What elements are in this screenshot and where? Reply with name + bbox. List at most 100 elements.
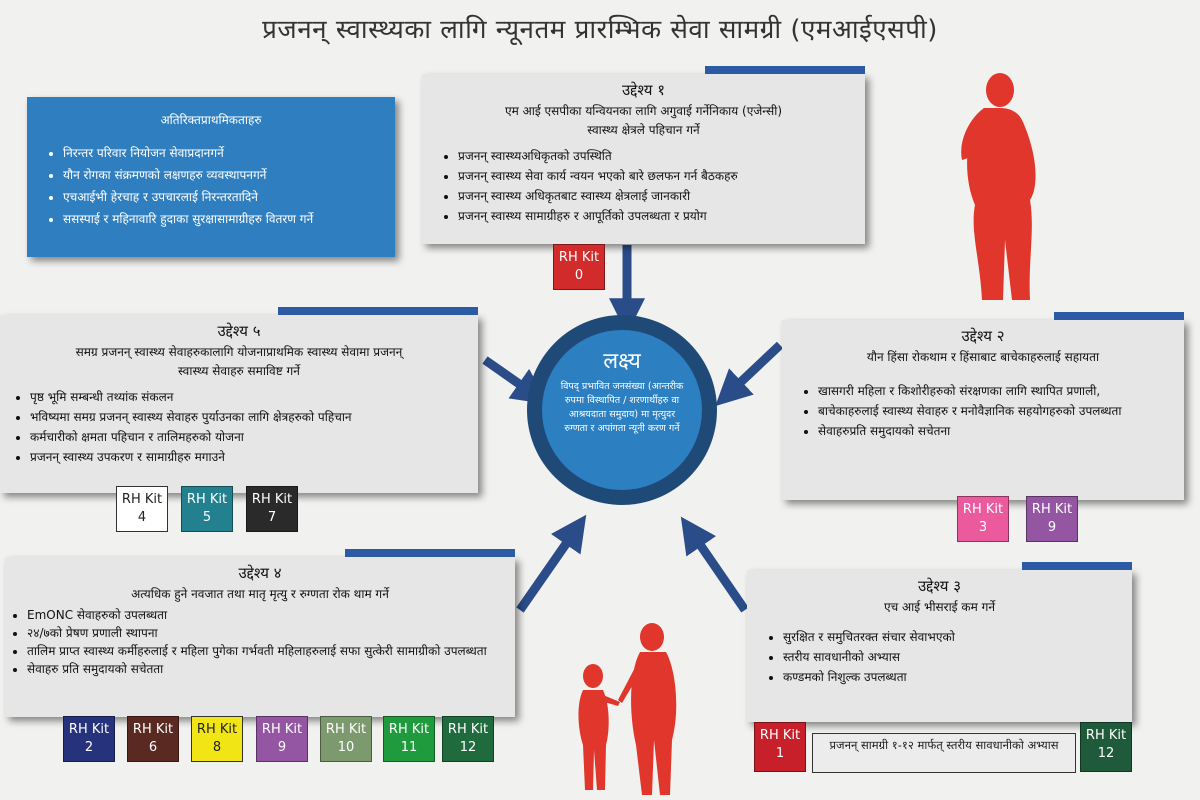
kit-label: RH Kit bbox=[558, 250, 600, 265]
pregnant-woman-icon bbox=[961, 73, 1036, 300]
objective-subtitle: एम आई एसपीका यन्वियनका लागि अगुवाई गर्ने… bbox=[422, 102, 865, 140]
rh-kit-6: RH Kit 6 bbox=[127, 716, 179, 762]
box-accent bbox=[278, 307, 478, 315]
kit-label: RH Kit bbox=[962, 502, 1004, 517]
kit-label: RH Kit bbox=[759, 728, 801, 743]
list-item: ससस्पाई र महिनावारि हुदाका सुरक्षासामाग्… bbox=[63, 208, 389, 230]
kit-label: RH Kit bbox=[261, 722, 303, 737]
objective-list: सुरक्षित र समुचितरक्त संचार सेवाभएको स्त… bbox=[747, 627, 1132, 687]
list-item: सेवाहरुप्रति समुदायको सचेतना bbox=[818, 421, 1176, 441]
priorities-list: निरन्तर परिवार नियोजन सेवाप्रदानगर्ने यौ… bbox=[27, 142, 395, 230]
kit-number: 11 bbox=[400, 740, 418, 755]
arrow-obj5-to-goal bbox=[482, 356, 549, 405]
objective-3-box: उद्देश्य ३ एच आई भीसराई कम गर्ने सुरक्षि… bbox=[747, 562, 1132, 722]
subtitle-line: अत्यधिक हुने नवजात तथा मातृ मृत्यु र रुग… bbox=[131, 587, 389, 601]
kit-number: 5 bbox=[202, 510, 212, 525]
kit-number: 12 bbox=[1097, 746, 1115, 761]
kit-label: RH Kit bbox=[251, 492, 293, 507]
objective-heading: उद्देश्य ४ bbox=[238, 564, 282, 582]
kit-number: 7 bbox=[267, 510, 277, 525]
list-item: भविष्यमा समग्र प्रजनन् स्वास्थ्य सेवाहरु… bbox=[30, 407, 470, 427]
kit-number: 12 bbox=[459, 740, 477, 755]
list-item: कण्डमको निशुल्क उपलब्धता bbox=[783, 667, 1124, 687]
list-item: प्रजनन् स्वास्थ्यअधिकृतको उपस्थिति bbox=[458, 146, 857, 166]
subtitle-line: एम आई एसपीका यन्वियनका लागि अगुवाई गर्ने… bbox=[504, 104, 783, 118]
list-item: EmONC सेवाहरुको उपलब्धता bbox=[27, 606, 507, 624]
rh-kit-7: RH Kit 7 bbox=[246, 486, 298, 532]
objective-5-box: उद्देश्य ५ समग्र प्रजनन् स्वास्थ्य सेवाह… bbox=[0, 307, 478, 493]
kit-note: प्रजनन् सामग्री १-१२ मार्फत् स्तरीय सावध… bbox=[812, 733, 1076, 773]
kit-number: 4 bbox=[137, 510, 147, 525]
arrow-obj3-to-goal bbox=[680, 516, 749, 613]
subtitle-line: स्वास्थ्य सेवाहरु समाविष्ट गर्ने bbox=[178, 364, 300, 378]
kit-label: RH Kit bbox=[325, 722, 367, 737]
goal-title: लक्ष्य bbox=[603, 349, 641, 374]
list-item: यौन रोगका संक्रमणको लक्षणहरु व्यवस्थापनग… bbox=[63, 164, 389, 186]
objective-list: EmONC सेवाहरुको उपलब्धता २४/७को प्रेषण प… bbox=[5, 606, 515, 678]
list-item: तालिम प्राप्त स्वास्थ्य कर्मीहरुलाई र मह… bbox=[27, 642, 507, 660]
kit-number: 9 bbox=[277, 740, 287, 755]
box-accent bbox=[1022, 562, 1132, 570]
objective-heading: उद्देश्य २ bbox=[961, 327, 1005, 345]
kit-label: RH Kit bbox=[1031, 502, 1073, 517]
kit-number: 2 bbox=[84, 740, 94, 755]
list-item: सेवाहरु प्रति समुदायको सचेतता bbox=[27, 660, 507, 678]
subtitle-line: यौन हिंसा रोकथाम र हिंसाबाट बाचेकाहरुलाई… bbox=[866, 350, 1100, 364]
objective-4-box: उद्देश्य ४ अत्यधिक हुने नवजात तथा मातृ म… bbox=[5, 549, 515, 717]
kit-label: RH Kit bbox=[132, 722, 174, 737]
objective-subtitle: एच आई भीसराई कम गर्ने bbox=[747, 598, 1132, 617]
subtitle-line: एच आई भीसराई कम गर्ने bbox=[883, 600, 996, 614]
objective-1-box: उद्देश्य १ एम आई एसपीका यन्वियनका लागि अ… bbox=[422, 66, 865, 244]
objective-heading: उद्देश्य ५ bbox=[217, 322, 261, 340]
page-title: प्रजनन् स्वास्थ्यका लागि न्यूनतम प्रारम्… bbox=[262, 15, 938, 45]
rh-kit-5: RH Kit 5 bbox=[181, 486, 233, 532]
list-item: बाचेकाहरुलाई स्वास्थ्य सेवाहरु र मनोवैज्… bbox=[818, 401, 1176, 421]
objective-list: खासगरी महिला र किशोरीहरुको संरक्षणका लाग… bbox=[782, 381, 1184, 441]
additional-priorities-box: अतिरिक्तप्राथमिकताहरु निरन्तर परिवार निय… bbox=[27, 97, 395, 257]
rh-kit-11: RH Kit 11 bbox=[383, 716, 435, 762]
kit-label: RH Kit bbox=[388, 722, 430, 737]
list-item: पृष्ठ भूमि सम्बन्धी तथ्यांक संकलन bbox=[30, 387, 470, 407]
rh-kit-2: RH Kit 2 bbox=[63, 716, 115, 762]
mother-child-icon bbox=[578, 623, 677, 795]
priorities-heading: अतिरिक्तप्राथमिकताहरु bbox=[160, 113, 262, 127]
objective-2-box: उद्देश्य २ यौन हिंसा रोकथाम र हिंसाबाट ब… bbox=[782, 312, 1184, 500]
kit-label: RH Kit bbox=[1085, 728, 1127, 743]
rh-kit-12-right: RH Kit 12 bbox=[1080, 722, 1132, 772]
list-item: खासगरी महिला र किशोरीहरुको संरक्षणका लाग… bbox=[818, 381, 1176, 401]
kit-number: 6 bbox=[148, 740, 158, 755]
box-accent bbox=[705, 66, 865, 74]
objective-subtitle: समग्र प्रजनन् स्वास्थ्य सेवाहरुकालागि यो… bbox=[0, 343, 478, 381]
list-item: २४/७को प्रेषण प्रणाली स्थापना bbox=[27, 624, 507, 642]
kit-number: 8 bbox=[212, 740, 222, 755]
objective-heading: उद्देश्य १ bbox=[621, 81, 666, 99]
kit-number: 3 bbox=[978, 520, 988, 535]
rh-kit-4: RH Kit 4 bbox=[116, 486, 168, 532]
list-item: कर्मचारीको क्षमता पहिचान र तालिमहरुको यो… bbox=[30, 427, 470, 447]
kit-label: RH Kit bbox=[186, 492, 228, 507]
list-item: निरन्तर परिवार नियोजन सेवाप्रदानगर्ने bbox=[63, 142, 389, 164]
list-item: स्तरीय सावधानीको अभ्यास bbox=[783, 647, 1124, 667]
list-item: एचआईभी हेरचाह र उपचारलाई निरन्तरतादिने bbox=[63, 186, 389, 208]
kit-label: RH Kit bbox=[68, 722, 110, 737]
goal-inner: लक्ष्य विपद् प्रभावित जनसंख्या (आन्तरीक … bbox=[542, 330, 702, 490]
subtitle-line: समग्र प्रजनन् स्वास्थ्य सेवाहरुकालागि यो… bbox=[75, 345, 403, 359]
list-item: प्रजनन् स्वास्थ्य अधिकृतबाट स्वास्थ्य क्… bbox=[458, 186, 857, 206]
objective-subtitle: अत्यधिक हुने नवजात तथा मातृ मृत्यु र रुग… bbox=[5, 585, 515, 604]
objective-list: प्रजनन् स्वास्थ्यअधिकृतको उपस्थिति प्रजन… bbox=[422, 146, 865, 226]
rh-kit-3: RH Kit 3 bbox=[957, 496, 1009, 542]
objective-list: पृष्ठ भूमि सम्बन्धी तथ्यांक संकलन भविष्य… bbox=[0, 387, 478, 467]
kit-label: RH Kit bbox=[447, 722, 489, 737]
goal-text: विपद् प्रभावित जनसंख्या (आन्तरीक रुपमा व… bbox=[560, 381, 684, 434]
list-item: सुरक्षित र समुचितरक्त संचार सेवाभएको bbox=[783, 627, 1124, 647]
arrow-obj4-to-goal bbox=[516, 514, 587, 613]
kit-label: RH Kit bbox=[121, 492, 163, 507]
objective-subtitle: यौन हिंसा रोकथाम र हिंसाबाट बाचेकाहरुलाई… bbox=[782, 348, 1184, 367]
rh-kit-9-left: RH Kit 9 bbox=[256, 716, 308, 762]
list-item: प्रजनन् स्वास्थ्य सामाग्रीहरु र आपूर्तिक… bbox=[458, 206, 857, 226]
